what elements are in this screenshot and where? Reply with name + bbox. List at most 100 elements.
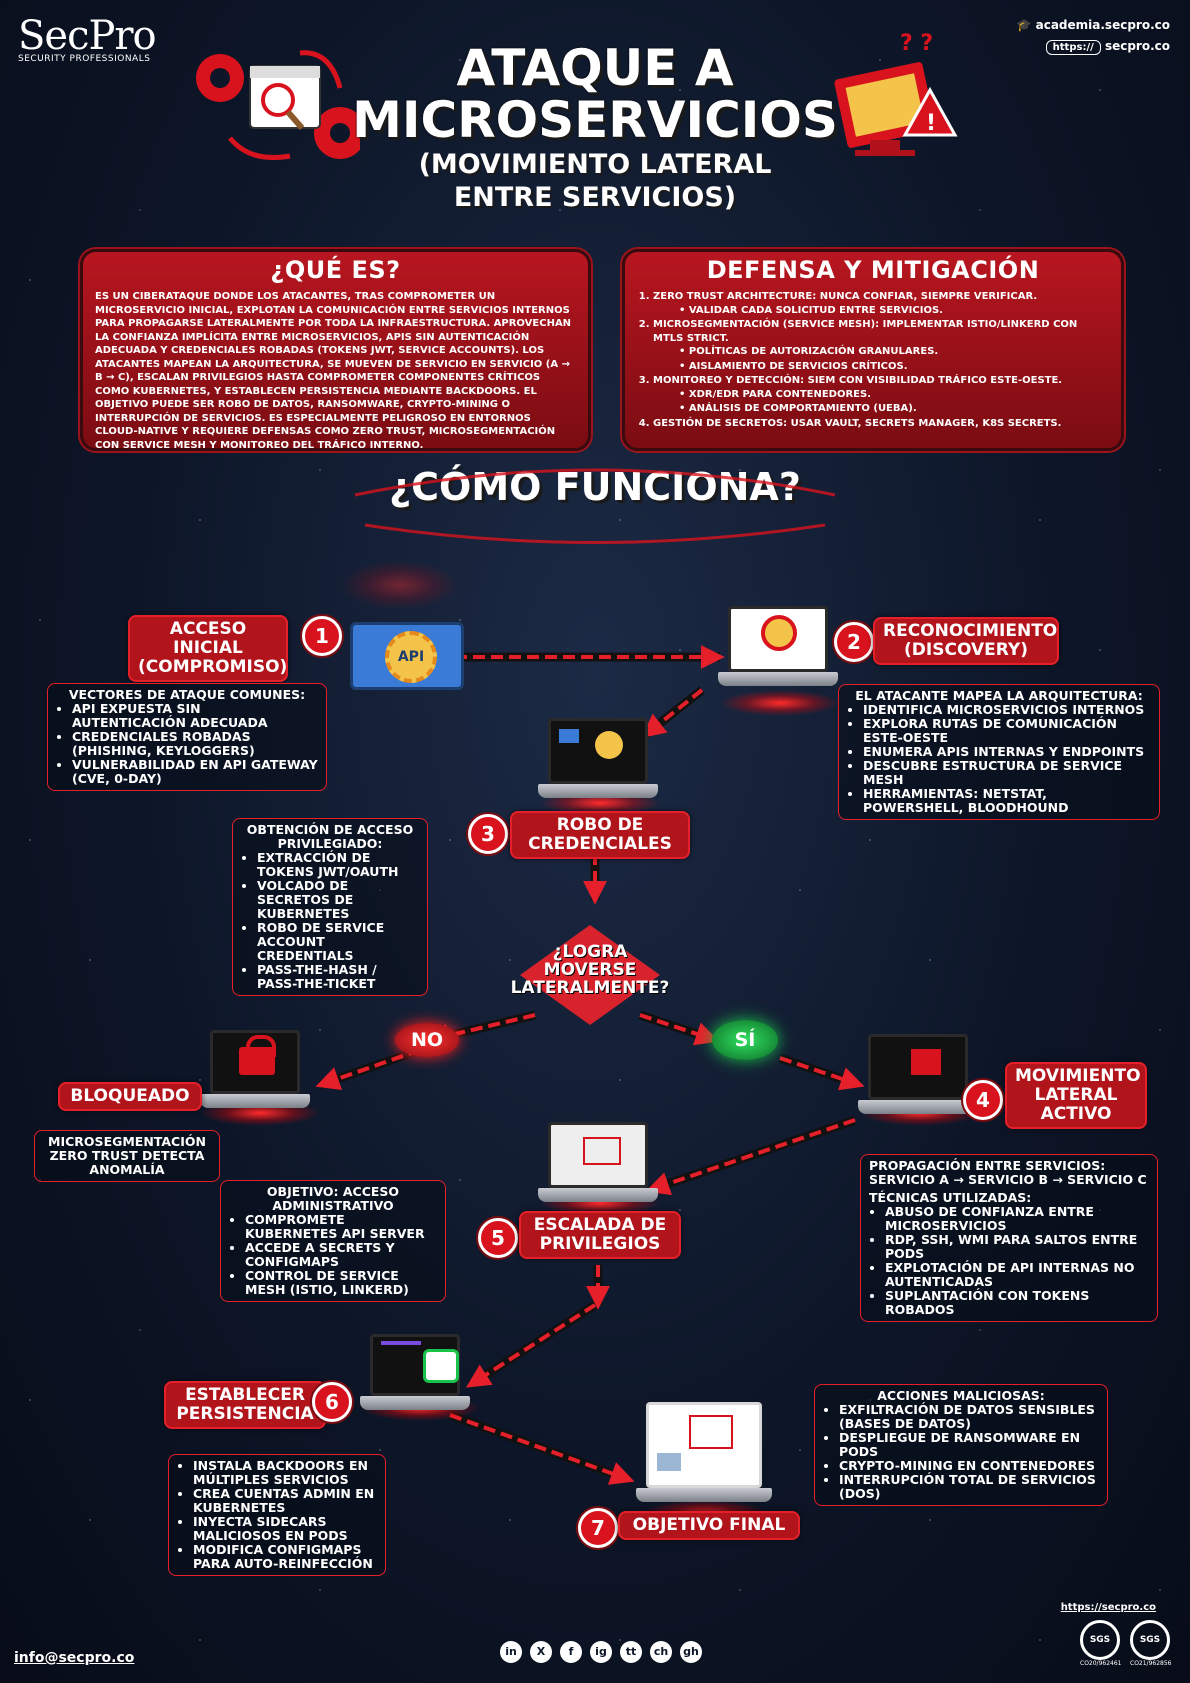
list-item: VOLCADO DE SECRETOS DE KUBERNETES [257, 879, 419, 921]
step-1-details-head: VECTORES DE ATAQUE COMUNES: [68, 687, 306, 702]
sgs-badge-icon: SGS [1130, 1620, 1170, 1660]
list-item: SUPLANTACIÓN CON TOKENS ROBADOS [885, 1289, 1149, 1317]
list-item: INTERRUPCIÓN TOTAL DE SERVICIOS (DOS) [839, 1473, 1099, 1501]
social-ch-icon[interactable]: ch [650, 1641, 672, 1663]
defense-item: ZERO TRUST ARCHITECTURE: NUNCA CONFIAR, … [653, 290, 1109, 317]
defense-subitem: XDR/EDR PARA CONTENEDORES. [679, 388, 1109, 402]
footer-site-link[interactable]: https://secpro.co [1060, 1602, 1156, 1613]
privilege-laptop-icon [538, 1122, 658, 1202]
list-item: CREDENCIALES ROBADAS (PHISHING, KEYLOGGE… [72, 730, 318, 758]
defense-item: MONITOREO Y DETECCIÓN: SIEM CON VISIBILI… [653, 374, 1109, 416]
social-gh-icon[interactable]: gh [680, 1641, 702, 1663]
secpro-logo[interactable]: SecPro SECURITY PROFESSIONALS [18, 13, 157, 64]
defense-item: GESTIÓN DE SECRETOS: USAR VAULT, SECRETS… [653, 417, 1109, 431]
sgs-cert-1-code: CO20/962461 [1080, 1660, 1122, 1667]
defense-heading: DEFENSA Y MITIGACIÓN [706, 256, 1040, 284]
recon-laptop-icon [718, 606, 838, 686]
list-item: PASS-THE-HASH / PASS-THE-TICKET [257, 963, 419, 991]
list-item: COMPROMETE KUBERNETES API SERVER [245, 1213, 437, 1241]
title-line-2: MICROSERVICIOS [352, 91, 838, 149]
social-X-icon[interactable]: X [530, 1641, 552, 1663]
graduation-cap-icon: 🎓 [1016, 18, 1036, 32]
what-is-panel: ¿QUÉ ES? ES UN CIBERATAQUE DONDE LOS ATA… [80, 249, 591, 451]
step-3-details: OBTENCIÓN DE ACCESO PRIVILEGIADO: EXTRAC… [232, 818, 428, 996]
list-item: RDP, SSH, WMI PARA SALTOS ENTRE PODS [885, 1233, 1149, 1261]
list-item: ACCEDE A SECRETS Y CONFIGMAPS [245, 1241, 437, 1269]
sgs-cert-1: SGS CO20/962461 [1080, 1620, 1122, 1667]
site-url[interactable]: secpro.co [1104, 39, 1170, 53]
step-1-number: 1 [302, 616, 342, 656]
step-5-details-head: OBJETIVO: ACCESO ADMINISTRATIVO [266, 1184, 400, 1213]
step-6-label: ESTABLECER PERSISTENCIA [164, 1381, 326, 1429]
list-item: IDENTIFICA MICROSERVICIOS INTERNOS [863, 703, 1151, 717]
step-7-details: ACCIONES MALICIOSAS: EXFILTRACIÓN DE DAT… [814, 1384, 1108, 1506]
step-5-list: COMPROMETE KUBERNETES API SERVERACCEDE A… [229, 1213, 437, 1297]
list-item: VULNERABILIDAD EN API GATEWAY (CVE, 0-DA… [72, 758, 318, 786]
step-6-number: 6 [312, 1382, 352, 1422]
social-tt-icon[interactable]: tt [620, 1641, 642, 1663]
list-item: DESPLIEGUE DE RANSOMWARE EN PODS [839, 1431, 1099, 1459]
step-7-number: 7 [578, 1508, 618, 1548]
step-2-number: 2 [834, 622, 874, 662]
what-is-heading: ¿QUÉ ES? [270, 256, 401, 284]
step-4-head-1: PROPAGACIÓN ENTRE SERVICIOS: [869, 1158, 1106, 1173]
step-6-list: INSTALA BACKDOORS EN MÚLTIPLES SERVICIOS… [177, 1459, 377, 1571]
list-item: INYECTA SIDECARS MALICIOSOS EN PODS [193, 1515, 377, 1543]
svg-text:? ?: ? ? [900, 31, 933, 56]
list-item: CREA CUENTAS ADMIN EN KUBERNETES [193, 1487, 377, 1515]
list-item: DESCUBRE ESTRUCTURA DE SERVICE MESH [863, 759, 1151, 787]
step-2-list: IDENTIFICA MICROSERVICIOS INTERNOSEXPLOR… [847, 703, 1151, 815]
list-item: EXTRACCIÓN DE TOKENS JWT/OAUTH [257, 851, 419, 879]
defense-subitem: AISLAMIENTO DE SERVICIOS CRÍTICOS. [679, 360, 1109, 374]
step-3-label: ROBO DE CREDENCIALES [510, 811, 690, 859]
social-f-icon[interactable]: f [560, 1641, 582, 1663]
step-4-number: 4 [963, 1080, 1003, 1120]
list-item: EXPLOTACIÓN DE API INTERNAS NO AUTENTICA… [885, 1261, 1149, 1289]
step-4-line-2: LATERAL [1034, 1085, 1118, 1105]
list-item: EXPLORA RUTAS DE COMUNICACIÓN ESTE-OESTE [863, 717, 1151, 745]
step-2-line-2: (DISCOVERY) [904, 640, 1028, 660]
step-2-label: RECONOCIMIENTO (DISCOVERY) [873, 617, 1059, 665]
title-swoosh-decoration [354, 468, 836, 544]
final-objective-laptop-icon [636, 1402, 772, 1502]
defense-item-text: GESTIÓN DE SECRETOS: USAR VAULT, SECRETS… [653, 417, 1062, 429]
list-item: INSTALA BACKDOORS EN MÚLTIPLES SERVICIOS [193, 1459, 377, 1487]
step-5-details: OBJETIVO: ACCESO ADMINISTRATIVO COMPROME… [220, 1180, 446, 1302]
list-item: MODIFICA CONFIGMAPS PARA AUTO-REINFECCIÓ… [193, 1543, 377, 1571]
step-5-line-2: PRIVILEGIOS [539, 1234, 661, 1254]
svg-text:!: ! [926, 111, 936, 136]
social-ig-icon[interactable]: ig [590, 1641, 612, 1663]
step-1-list: API EXPUESTA SIN AUTENTICACIÓN ADECUADAC… [56, 702, 318, 786]
academy-link[interactable]: 🎓 academia.secpro.co [1017, 18, 1171, 32]
academy-url: academia.secpro.co [1035, 18, 1170, 32]
url-button[interactable]: https:// [1045, 40, 1101, 55]
step-6-line-1: ESTABLECER [185, 1385, 305, 1405]
step-5-label: ESCALADA DE PRIVILEGIOS [519, 1211, 681, 1259]
step-6-line-2: PERSISTENCIA [176, 1404, 314, 1424]
step-1-line-2: (COMPROMISO) [138, 657, 288, 677]
step-4-line-3: ACTIVO [1040, 1104, 1112, 1124]
step-3-line-1: ROBO DE [556, 815, 644, 835]
decision-line-2: MOVERSE [543, 960, 637, 980]
api-gear-label: API [385, 631, 437, 683]
monitor-warning-icon: ? ? ! [834, 31, 958, 156]
social-in-icon[interactable]: in [500, 1641, 522, 1663]
brand-name: SecPro [18, 13, 157, 59]
step-7-label: OBJETIVO FINAL [618, 1511, 800, 1540]
sgs-cert-2-code: CO21/962856 [1130, 1660, 1172, 1667]
persistence-laptop-icon [360, 1334, 470, 1410]
list-item: ROBO DE SERVICE ACCOUNT CREDENTIALS [257, 921, 419, 963]
step-6-details: INSTALA BACKDOORS EN MÚLTIPLES SERVICIOS… [168, 1454, 386, 1576]
header-links: 🎓 academia.secpro.co https:// secpro.co [1017, 18, 1171, 55]
decision-diamond: ¿LOGRA MOVERSE LATERALMENTE? [500, 925, 680, 1025]
api-gear-icon: API [350, 622, 464, 690]
step-3-number: 3 [468, 814, 508, 854]
step-5-number: 5 [478, 1218, 518, 1258]
step-4-list: ABUSO DE CONFIANZA ENTRE MICROSERVICIOSR… [869, 1205, 1149, 1317]
defense-subitem: POLÍTICAS DE AUTORIZACIÓN GRANULARES. [679, 345, 1109, 359]
step-4-label: MOVIMIENTO LATERAL ACTIVO [1005, 1062, 1147, 1129]
list-item: EXFILTRACIÓN DE DATOS SENSIBLES (BASES D… [839, 1403, 1099, 1431]
gears-illustration-icon [196, 50, 360, 161]
defense-item-text: MONITOREO Y DETECCIÓN: SIEM CON VISIBILI… [653, 375, 1063, 386]
footer-email[interactable]: info@secpro.co [14, 1650, 135, 1666]
